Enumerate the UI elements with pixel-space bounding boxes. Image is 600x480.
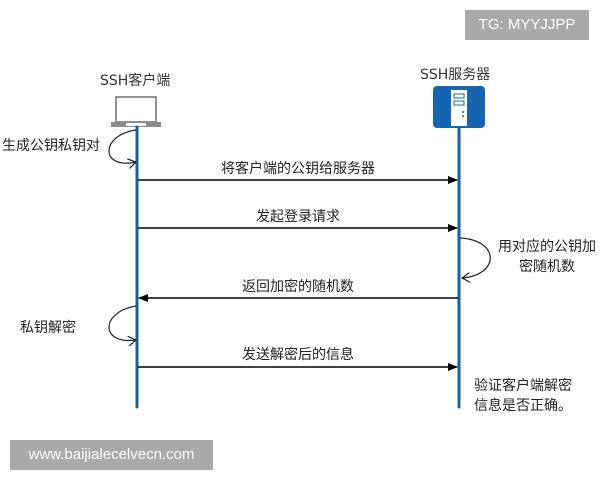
message-label-2: 发起登录请求 — [256, 209, 340, 225]
self-loop-encrypt — [459, 237, 491, 278]
server-icon — [433, 86, 485, 128]
watermark-url: www.baijialecelvecn.com — [10, 440, 213, 470]
note-encrypt-line1: 用对应的公钥加 — [498, 239, 596, 255]
client-actor-label: SSH客户端 — [100, 73, 171, 89]
note-encrypt-line2: 密随机数 — [519, 259, 575, 275]
self-loop-generate-keys — [108, 129, 136, 163]
message-label-3: 返回加密的随机数 — [242, 279, 354, 295]
final-note-line1: 验证客户端解密 — [474, 378, 572, 394]
server-actor-label: SSH服务器 — [420, 67, 491, 83]
note-decrypt: 私钥解密 — [20, 320, 76, 336]
final-note: 验证客户端解密 信息是否正确。 — [474, 376, 572, 416]
message-label-4: 发送解密后的信息 — [242, 347, 354, 363]
note-generate-keys: 生成公钥私钥对 — [2, 138, 100, 154]
final-note-line2: 信息是否正确。 — [474, 398, 572, 414]
message-label-1: 将客户端的公钥给服务器 — [221, 161, 375, 177]
laptop-icon — [111, 96, 161, 127]
self-loop-decrypt — [108, 305, 136, 341]
watermark-tg: TG: MYYJJPP — [465, 10, 589, 40]
note-encrypt: 用对应的公钥加 密随机数 — [497, 237, 597, 277]
